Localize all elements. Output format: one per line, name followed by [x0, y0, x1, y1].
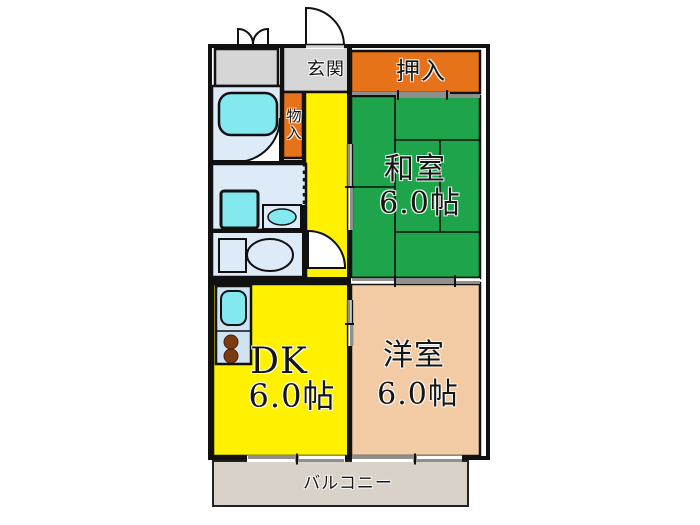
window-dk-balcony [247, 453, 345, 465]
storage-top-left [213, 47, 280, 88]
double-door-top-left [237, 27, 269, 48]
kitchen-counter [214, 284, 253, 366]
sliding-door-oshiire [352, 90, 480, 100]
sliding-door-washitsu-youshitsu [351, 275, 480, 287]
stove-burners [223, 334, 239, 364]
label-washitsu-name: 和室 [384, 152, 446, 187]
bathtub [217, 91, 279, 137]
door-dk-hall [307, 229, 347, 269]
kitchen-sink [220, 290, 247, 326]
label-monoire: 物入 [284, 108, 303, 142]
label-genkan: 玄関 [307, 59, 345, 80]
label-balcony: バルコニー [303, 473, 393, 494]
sliding-door-washitsu-hall [345, 144, 354, 230]
door-bath [235, 117, 281, 163]
label-oshiire: 押入 [396, 57, 446, 85]
sliding-door-youshitsu-dk [345, 300, 354, 346]
label-dk-size: 6.0帖 [248, 377, 336, 415]
washbasin [262, 204, 302, 230]
label-youshitsu-size: 6.0帖 [377, 377, 459, 412]
balcony-floor [212, 460, 469, 507]
label-dk-name: DK [250, 341, 308, 382]
label-washitsu-size: 6.0帖 [379, 186, 461, 221]
tatami-lines [351, 96, 480, 278]
toilet [218, 238, 294, 273]
door-arc-entrance [305, 6, 345, 45]
window-youshitsu-balcony [352, 453, 462, 465]
exterior-wall [208, 44, 490, 460]
washing-machine [219, 189, 260, 230]
label-youshitsu-name: 洋室 [383, 338, 445, 373]
entrance-opening [306, 41, 344, 49]
